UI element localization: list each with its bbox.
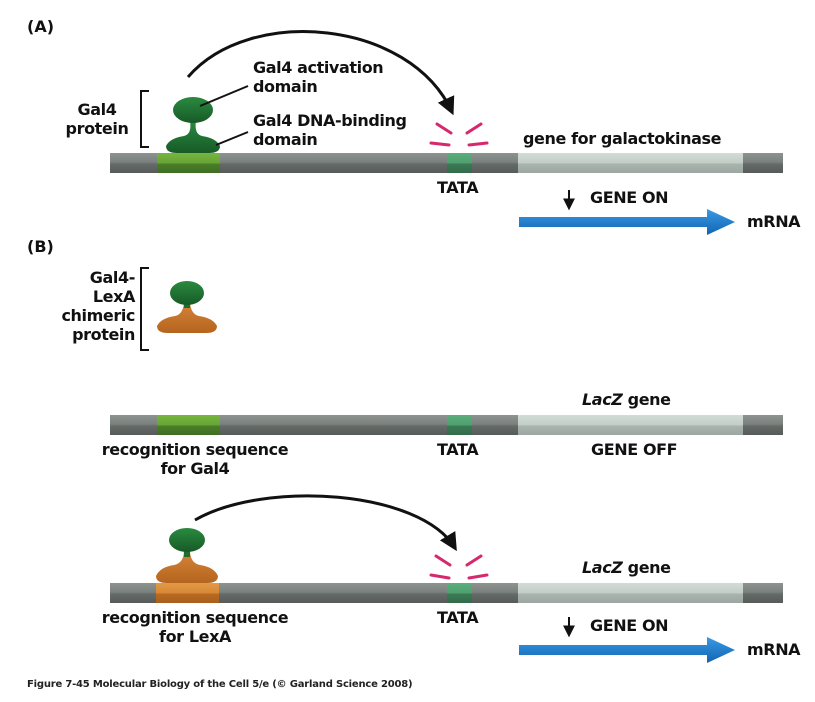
tata-label-b2: TATA [437, 608, 479, 627]
figure-caption: Figure 7-45 Molecular Biology of the Cel… [27, 679, 413, 690]
tata-box [447, 415, 472, 435]
label-line: protein [65, 119, 129, 138]
bracket-a [140, 90, 149, 148]
label-line: Gal4 activation [253, 58, 384, 77]
gene-label-a: gene for galactokinase [523, 129, 722, 148]
gal4-recognition-site [157, 415, 220, 435]
lacz-gene-region [518, 415, 743, 435]
chimeric-protein [157, 281, 217, 333]
bracket-b [140, 267, 149, 351]
gene-suffix: gene [622, 558, 671, 577]
tata-label-b1: TATA [437, 440, 479, 459]
gal4-protein-label: Gal4 protein [62, 100, 132, 138]
lacz-gene-region [518, 583, 743, 603]
label-line: recognition sequence [101, 440, 289, 459]
mrna-label-a: mRNA [747, 212, 801, 231]
binding-pointer [215, 131, 249, 146]
lexa-recognition-site [156, 583, 219, 603]
lacz-gene-label-b1: LacZ gene [582, 390, 671, 409]
label-line: for LexA [159, 627, 231, 646]
gal4-protein [166, 97, 220, 153]
activation-pointer [199, 85, 249, 107]
dna-strand-a [110, 153, 783, 173]
label-line: LexA [92, 287, 136, 306]
signal-marks-a [429, 122, 489, 147]
dna-strand-b1 [110, 415, 783, 435]
gene-suffix: gene [622, 390, 671, 409]
label-line: Gal4- [89, 268, 136, 287]
tata-label-a: TATA [437, 178, 479, 197]
signal-marks-b [429, 554, 489, 580]
label-line: domain [253, 130, 318, 149]
panel-b-label: (B) [27, 237, 54, 256]
gal4-binding-site [157, 153, 220, 173]
gene-name: LacZ [582, 390, 623, 409]
panel-a-label: (A) [27, 17, 55, 36]
dna-binding-domain-label: Gal4 DNA-binding domain [253, 111, 407, 149]
mrna-arrow-b [519, 637, 735, 663]
label-line: Gal4 DNA-binding [253, 111, 407, 130]
recognition-label-b2: recognition sequence for LexA [90, 608, 300, 646]
gene-state-a: GENE ON [590, 188, 669, 207]
mrna-arrow-a [519, 209, 735, 235]
lacz-gene-label-b2: LacZ gene [582, 558, 671, 577]
label-line: recognition sequence [101, 608, 289, 627]
dna-strand-b2 [110, 583, 783, 603]
mrna-label-b2: mRNA [747, 640, 801, 659]
label-line: domain [253, 77, 318, 96]
gene-region [518, 153, 743, 173]
label-line: protein [72, 325, 135, 344]
gene-name: LacZ [582, 558, 623, 577]
recognition-label-b1: recognition sequence for Gal4 [90, 440, 300, 478]
gene-state-b2: GENE ON [590, 616, 669, 635]
tata-box [447, 583, 472, 603]
gene-state-b1: GENE OFF [591, 440, 678, 459]
label-line: Gal4 [77, 100, 117, 119]
tata-box [447, 153, 472, 173]
chimeric-protein-label: Gal4- LexA chimeric protein [45, 268, 135, 344]
activation-arrow-b [194, 494, 457, 552]
bound-chimeric-protein [156, 528, 218, 583]
label-line: for Gal4 [160, 459, 230, 478]
activation-arrow-a [186, 30, 455, 116]
label-line: chimeric [61, 306, 135, 325]
activation-domain-label: Gal4 activation domain [253, 58, 384, 96]
